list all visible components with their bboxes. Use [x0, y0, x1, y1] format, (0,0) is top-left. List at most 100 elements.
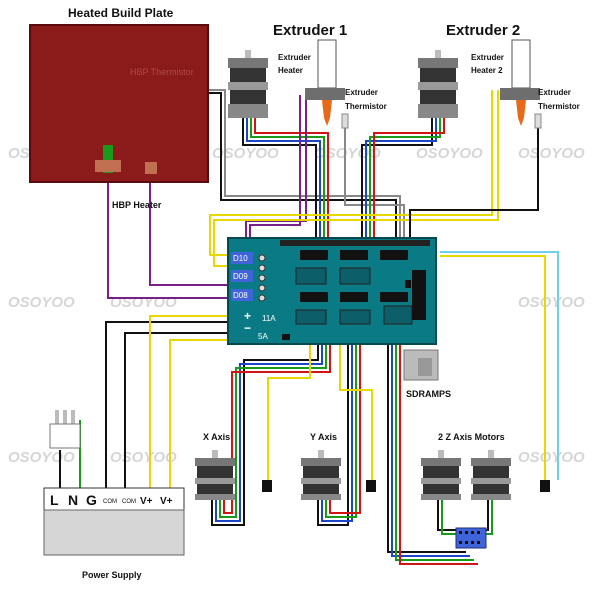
- d08-label: D08: [233, 291, 248, 300]
- power-plug: [49, 410, 81, 449]
- extruder2-motor-wire: [369, 118, 441, 240]
- z-axis-motor-wire: [387, 345, 466, 553]
- extruder1-motor-wire: [246, 118, 321, 240]
- power-wire: [105, 321, 232, 490]
- d10-label: D10: [233, 254, 248, 263]
- extruder2-thermistor-wire: [409, 118, 539, 240]
- hbp-connector: [145, 162, 157, 174]
- z-axis-motor-wire: [391, 345, 470, 557]
- x-axis-label: X Axis: [203, 432, 230, 442]
- hbp-connector: [95, 160, 121, 172]
- x-endstop: [262, 480, 272, 492]
- extruder2-motor-wire: [361, 118, 433, 240]
- psu-v1-label: V+: [140, 496, 153, 507]
- extruder1-motor-wire: [242, 118, 317, 240]
- extruder1-thermistor-label: Extruder Thermistor: [345, 88, 387, 111]
- power-wire: [149, 315, 232, 490]
- extruder1-heater-label: Extruder Heater: [278, 53, 313, 75]
- x-axis-motor-wire: [219, 345, 327, 518]
- psu-n-label: N: [68, 492, 78, 508]
- hbp-thermistor-label: HBP Thermistor: [130, 67, 194, 77]
- driver-socket: [340, 292, 368, 302]
- extruder2: Extruder 2 Extruder Heater 2 Extruder Th…: [418, 22, 580, 129]
- z-axis-motor-wire: [399, 345, 478, 565]
- watermark-text: OSOYOO: [518, 294, 585, 311]
- x-axis-motor: X Axis: [195, 432, 235, 500]
- y-axis-motor: Y Axis: [301, 432, 341, 500]
- sdramps: SDRAMPS: [403, 349, 451, 399]
- jumper: [282, 334, 290, 340]
- y-axis-motor-wire: [321, 345, 353, 522]
- driver-socket: [383, 305, 413, 325]
- psu-g-label: G: [86, 492, 97, 508]
- z-splitter-pins: [459, 531, 480, 544]
- d08-terminal: [231, 289, 253, 301]
- z-axis-motor-left: [421, 450, 461, 500]
- extruder2-heater-label: Extruder Heater 2: [471, 53, 506, 75]
- minus-sign: −: [244, 321, 251, 335]
- extruder2-heater-wire: [213, 90, 499, 267]
- psu-body: [43, 509, 185, 556]
- extruder2-label: Extruder 2: [446, 22, 520, 39]
- z-axis-motor-wire: [478, 497, 489, 531]
- y-endstop: [366, 480, 376, 492]
- power-supply-label: Power Supply: [82, 570, 142, 580]
- extruder2-hotend: [500, 39, 542, 129]
- d10-terminal: [231, 252, 253, 264]
- heated-build-plate-board: [29, 24, 209, 183]
- extruder1-heater-wire: [249, 95, 301, 245]
- jumper: [405, 280, 411, 288]
- z-axis-label: 2 Z Axis Motors: [438, 432, 505, 442]
- extruder1-motor-wire: [254, 118, 329, 240]
- y-axis-label: Y Axis: [310, 432, 337, 442]
- driver-socket: [339, 267, 371, 285]
- driver-socket: [295, 267, 327, 285]
- extruder2-motor-wire: [365, 118, 437, 240]
- x-axis-motor-wire: [223, 345, 331, 514]
- extruder2-stepper-motor: [418, 50, 458, 118]
- driver-socket: [295, 309, 327, 325]
- psu-l-label: L: [50, 492, 59, 508]
- heated-build-plate: Heated Build Plate HBP Thermistor HBP He…: [29, 6, 209, 210]
- x-axis-motor-wire: [215, 345, 323, 522]
- power-supply: L N G COM COM V+ V+ Power Supply: [43, 410, 185, 580]
- sdramps-label: SDRAMPS: [406, 389, 451, 399]
- pin-header: [280, 240, 430, 246]
- psu-com2-label: COM: [122, 499, 136, 505]
- pin-header: [412, 270, 426, 320]
- extruder1-hotend: [305, 39, 349, 129]
- extruder2-motor-wire: [373, 118, 445, 240]
- extruder1-label: Extruder 1: [273, 22, 347, 39]
- hbp-led: [103, 145, 113, 173]
- right-endstop: [540, 480, 550, 492]
- watermark-text: OSOYOO: [518, 145, 585, 162]
- hbp-heater-wire: [149, 175, 228, 286]
- extruder2-heater-wire: [209, 90, 493, 256]
- driver-socket: [340, 250, 368, 260]
- watermark-text: OSOYOO: [212, 145, 279, 162]
- driver-socket: [300, 250, 328, 260]
- v11a-label: 11A: [262, 314, 276, 323]
- driver-socket: [380, 292, 408, 302]
- power-wire: [169, 339, 232, 490]
- d09-label: D09: [233, 272, 248, 281]
- watermark-text: OSOYOO: [416, 145, 483, 162]
- extruder1-motor-wire: [250, 118, 325, 240]
- watermark-text: OSOYOO: [110, 294, 177, 311]
- extruder1-stepper-motor: [228, 50, 268, 118]
- y-endstop-wire: [339, 345, 373, 482]
- power-wire: [124, 332, 232, 490]
- driver-socket: [300, 292, 328, 302]
- z-axis-motor-wire: [395, 345, 474, 561]
- y-axis-motor-wire: [325, 345, 357, 518]
- v5a-label: 5A: [258, 332, 268, 341]
- extruder2-thermistor-label: Extruder Thermistor: [538, 88, 580, 111]
- plus-sign: +: [244, 309, 251, 323]
- psu-com1-label: COM: [103, 499, 117, 505]
- psu-v2-label: V+: [160, 496, 173, 507]
- y-axis-motor-wire: [317, 345, 349, 526]
- driver-socket: [380, 250, 408, 260]
- x-endstop-wire: [267, 345, 311, 482]
- watermark-text: OSOYOO: [8, 294, 75, 311]
